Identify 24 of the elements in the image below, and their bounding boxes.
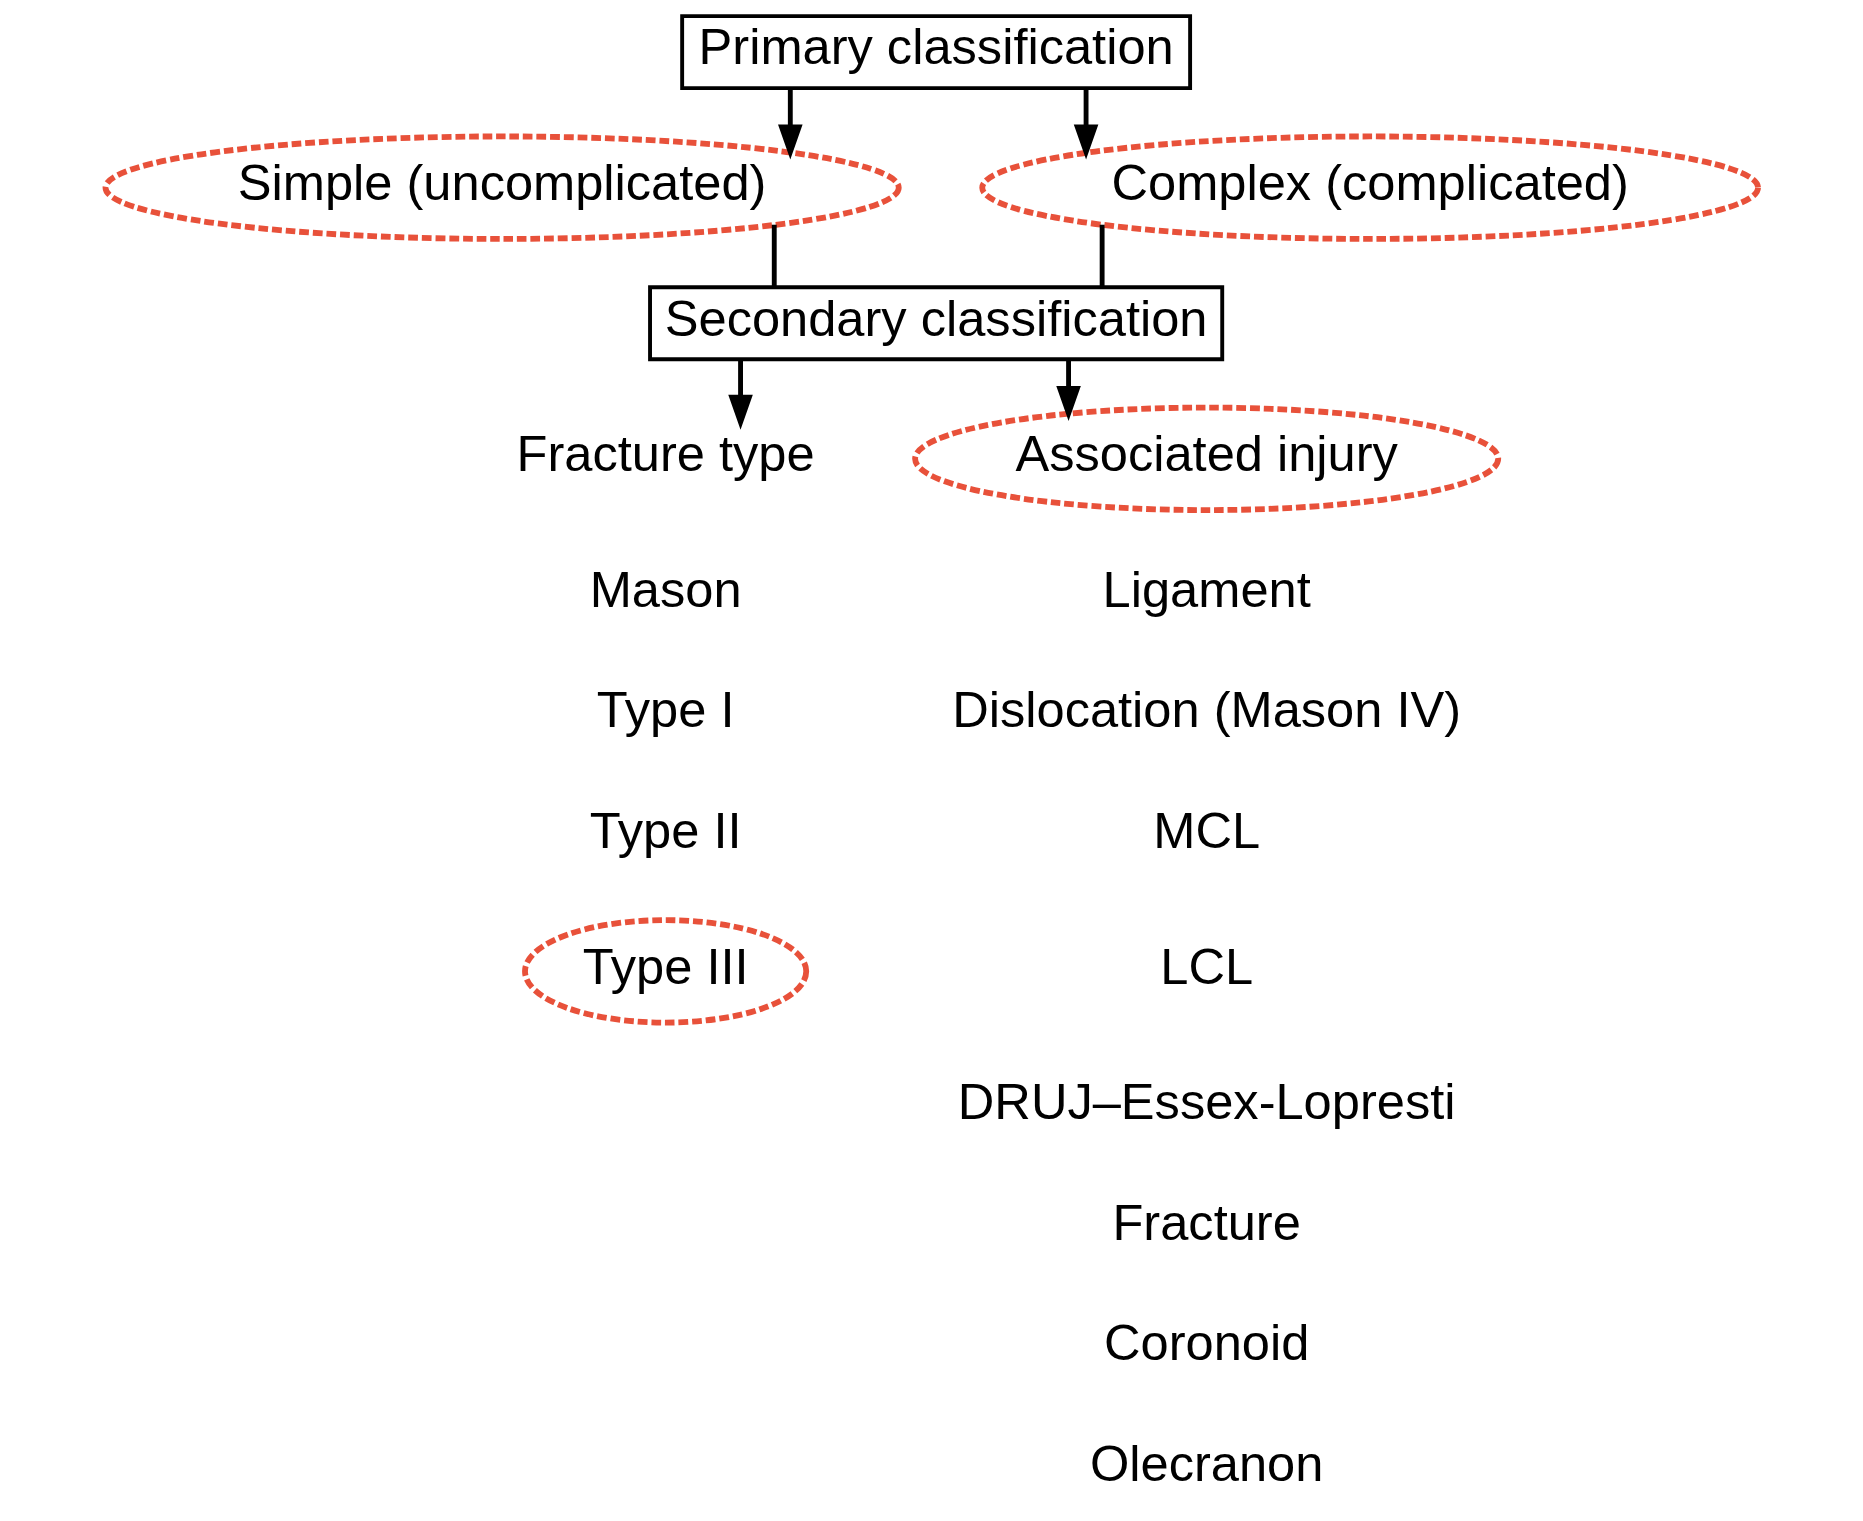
label: Type I — [596, 681, 735, 739]
label: MCL — [1152, 802, 1260, 859]
connector — [771, 224, 777, 288]
arrow — [727, 359, 753, 430]
label: Olecranon — [1089, 1435, 1323, 1493]
connector — [1099, 224, 1105, 288]
node-box: Primary classification — [679, 14, 1192, 91]
node-ellipse: Type III — [521, 917, 809, 1026]
label: Fracture — [1111, 1193, 1301, 1251]
arrow — [777, 88, 803, 160]
node-ellipse: Simple (uncomplicated) — [102, 133, 902, 242]
label: Coronoid — [1103, 1314, 1309, 1372]
node-box: Secondary classification — [647, 285, 1224, 362]
label: LCL — [1159, 937, 1253, 995]
node-ellipse: Complex (complicated) — [978, 133, 1761, 242]
label: DRUJ–Essex-Lopresti — [957, 1073, 1455, 1131]
label: Mason — [589, 560, 742, 618]
node-ellipse: Associated injury — [911, 404, 1501, 513]
node-text: Fracture type — [516, 425, 815, 483]
label: Ligament — [1102, 560, 1311, 618]
arrow — [1055, 359, 1081, 422]
label: Type II — [589, 802, 742, 859]
arrow — [1073, 88, 1098, 160]
label: Dislocation (Mason IV) — [951, 681, 1461, 739]
